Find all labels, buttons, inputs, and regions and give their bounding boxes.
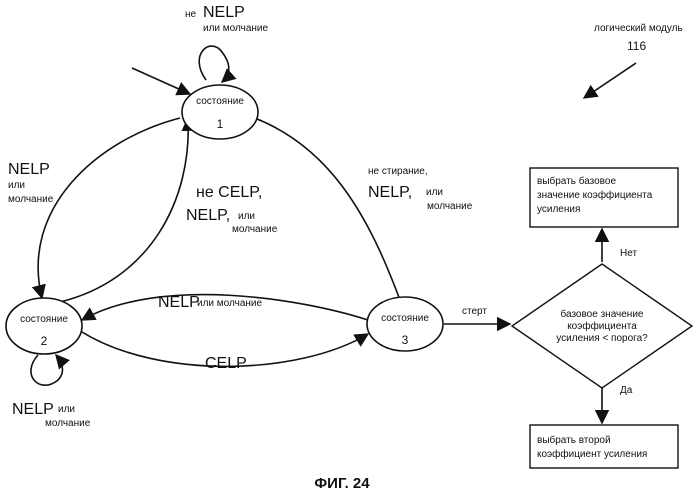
module-label: логический модуль (594, 23, 683, 34)
label-right-ne-erasure: не стирание, (368, 166, 428, 177)
transition-3-to-1 (240, 113, 400, 300)
transition-1-to-2 (38, 118, 180, 298)
label-right-or: или (426, 187, 443, 198)
self-loop-state-2 (31, 355, 63, 385)
decision-line-3: усиления < порога? (556, 333, 648, 344)
transition-2-to-1 (60, 118, 188, 302)
state-2-node: состояние 2 (6, 298, 82, 354)
label-self1-nelp: NELP (203, 4, 245, 21)
label-self1-ne: не (185, 9, 197, 20)
label-left-nelp: NELP (8, 161, 50, 178)
label-self2-or: или (58, 404, 75, 415)
label-mid-ne-celp: не CELP, (196, 184, 262, 201)
state-3-word: состояние (381, 313, 429, 324)
state-1-word: состояние (196, 96, 244, 107)
label-mid-nelp: NELP, (186, 207, 230, 224)
state-3-node: состояние 3 (367, 297, 443, 351)
select-base-line-3: усиления (537, 204, 580, 215)
state-1-number: 1 (217, 117, 224, 131)
decision-line-2: коэффициента (567, 320, 637, 332)
label-no: Нет (620, 248, 637, 259)
select-second-box: выбрать второй коэффициент усиления (530, 425, 678, 468)
entry-arrow (132, 68, 190, 94)
decision-line-1: базовое значение (561, 308, 644, 320)
label-right-silence: молчание (427, 201, 473, 212)
label-self2-silence: молчание (45, 418, 91, 429)
select-base-line-2: значение коэффициента (537, 189, 653, 201)
label-mid-or: или (238, 211, 255, 222)
state-1-node: состояние 1 (182, 85, 258, 139)
label-erased: стерт (462, 306, 487, 317)
label-top32-or: или молчание (197, 298, 262, 309)
label-top32-nelp: NELP (158, 294, 200, 311)
select-second-line-2: коэффициент усиления (537, 448, 647, 460)
state-3-number: 3 (402, 333, 409, 347)
label-bottom23-celp: CELP (205, 355, 247, 372)
state-2-word: состояние (20, 314, 68, 325)
select-base-box: выбрать базовое значение коэффициента ус… (530, 168, 678, 227)
select-base-line-1: выбрать базовое (537, 175, 616, 187)
label-left-silence: молчание (8, 194, 54, 205)
module-number: 116 (627, 39, 646, 53)
self-loop-state-1 (199, 46, 229, 82)
select-second-line-1: выбрать второй (537, 434, 611, 446)
label-right-nelp: NELP, (368, 184, 412, 201)
label-self1-or: или молчание (203, 23, 268, 34)
decision-diamond: базовое значение коэффициента усиления <… (512, 264, 692, 388)
label-yes: Да (620, 385, 633, 396)
module-pointer-arrow (584, 63, 636, 98)
label-self2-nelp: NELP (12, 401, 54, 418)
label-left-or: или (8, 180, 25, 191)
figure-caption: ФИГ. 24 (314, 475, 370, 492)
state-2-number: 2 (41, 334, 48, 348)
label-mid-silence: молчание (232, 224, 278, 235)
